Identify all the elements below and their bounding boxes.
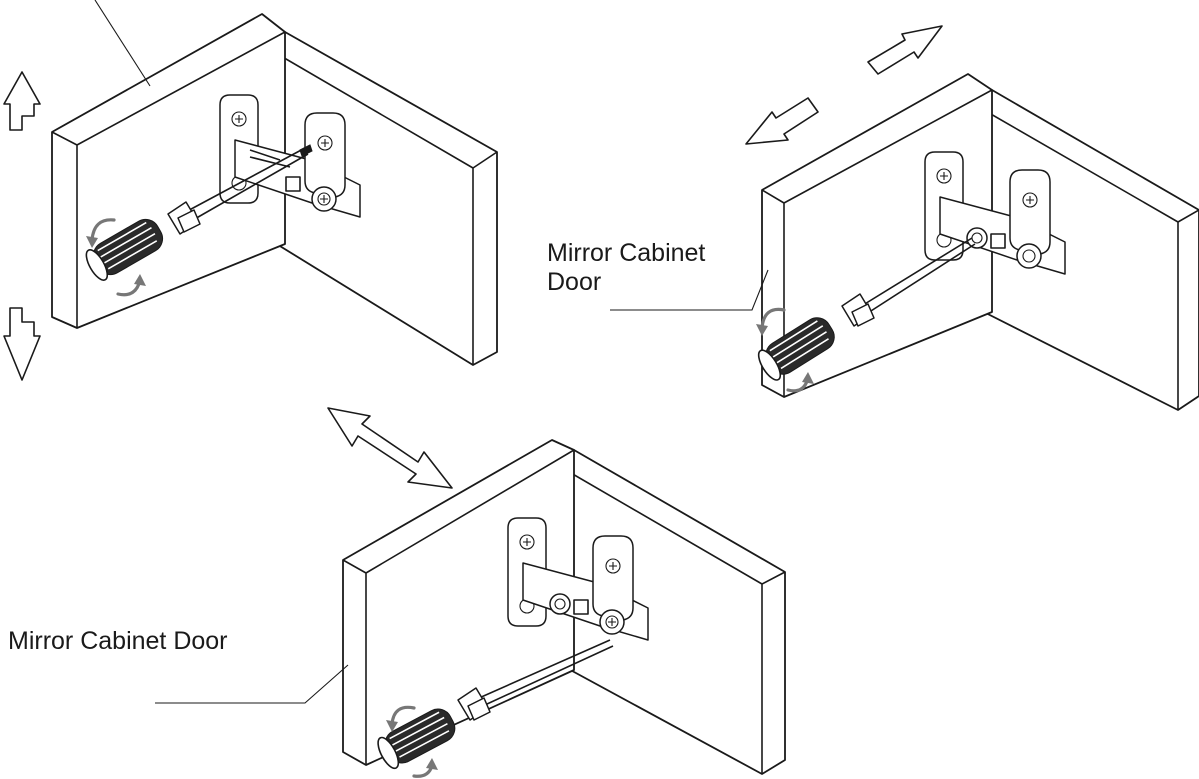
- assembly-bottom: [155, 407, 786, 778]
- label-mirror-cabinet-door-right: Mirror Cabinet Door: [547, 239, 705, 297]
- right-arrow-icon: [867, 25, 943, 75]
- assembly-top-left: [3, 0, 498, 381]
- up-arrow-icon: [3, 71, 41, 131]
- label-line-1: Mirror Cabinet: [547, 239, 706, 267]
- left-arrow-icon: [745, 97, 819, 145]
- down-arrow-icon: [3, 307, 41, 381]
- label-line-2: Door: [547, 268, 602, 296]
- assembly-top-right: [610, 25, 1199, 411]
- label-mirror-cabinet-door-bottom: Mirror Cabinet Door: [8, 627, 228, 655]
- depth-double-arrow-icon: [327, 407, 453, 489]
